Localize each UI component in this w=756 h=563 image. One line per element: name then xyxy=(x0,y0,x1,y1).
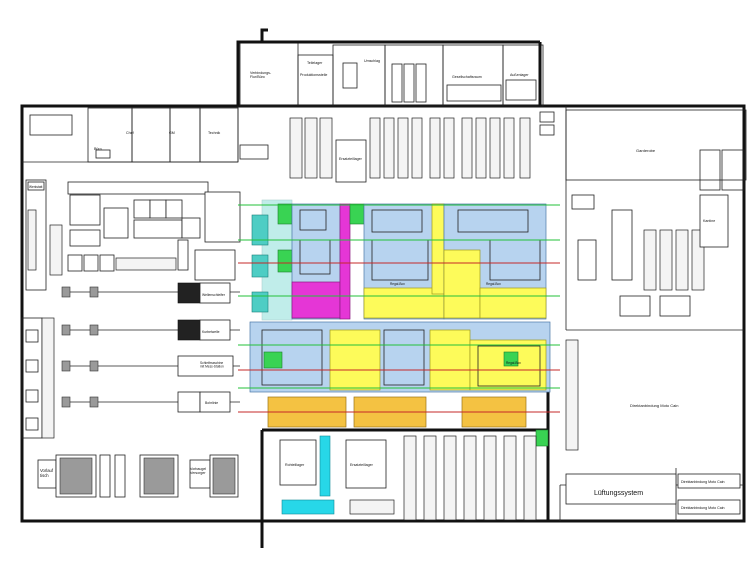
left-block-label: Werkstatt xyxy=(29,185,43,189)
left-workshop: Werkstatt xyxy=(25,179,241,291)
zone-tag-1: Regal-Box xyxy=(390,282,405,286)
upper-rack-field: Ersatzteillager xyxy=(289,111,555,183)
center-room-label: Ersatzteillager xyxy=(339,157,363,161)
right-section: Garderobe Kantine Direktanbindung Moto C… xyxy=(565,109,747,515)
dinsta-small-1-label: Direktanbindung Moto Cain xyxy=(681,480,725,484)
top-room-5-label: Gesellschaftsraum xyxy=(452,75,482,79)
dinsta-small-2-label: Direktanbindung Moto Cain xyxy=(681,506,725,510)
dinsta-big-label: Direktanbindung Moto Cain xyxy=(630,403,678,408)
right-room-label: Kantine xyxy=(703,219,715,223)
lueftung-label: Lüftungssystem xyxy=(594,490,643,497)
top-room-2-label: Produktionsstelle xyxy=(300,73,327,77)
office-1-label: Büro xyxy=(94,147,102,151)
office-3-label: GM xyxy=(169,131,175,135)
bottom-center: Rohteillager Ersatzteillager xyxy=(279,435,537,521)
top-left-room-label: Verbindungs-Flur/Büro xyxy=(250,71,272,79)
conveyor-lines xyxy=(238,204,560,413)
machine-2-label: Kurbelwelle xyxy=(202,330,220,334)
machine-1-label: Wellenschleifer xyxy=(202,293,226,297)
office-strip: Büro Chef GM Technik xyxy=(29,107,269,163)
bottom-room-1-label: Rohteillager xyxy=(285,463,305,467)
garderobe-label: Garderobe xyxy=(636,148,656,153)
top-right-room-label: Außenlager xyxy=(510,73,529,77)
bottom-room-2-label: Ersatzteillager xyxy=(350,463,374,467)
top-room-3-label: Teilelager xyxy=(307,61,323,65)
top-annex-labels: Verbindungs-Flur/Büro Produktionsstelle … xyxy=(250,59,529,79)
left-bays xyxy=(21,317,55,439)
top-room-4-label: Umschlag xyxy=(364,59,380,63)
zone-tag-3: Regal-Box xyxy=(506,361,521,365)
production-zones xyxy=(249,199,551,447)
office-4-label: Technik xyxy=(208,131,220,135)
machine-lines: Wellenschleifer Kurbelwelle Schleifmasch… xyxy=(61,282,240,413)
office-2-label: Chef xyxy=(126,131,134,135)
zone-tag-2: Regal-Box xyxy=(486,282,501,286)
top-annex-racks xyxy=(342,62,537,103)
machine-4-label: Bohrlinie xyxy=(205,401,218,405)
